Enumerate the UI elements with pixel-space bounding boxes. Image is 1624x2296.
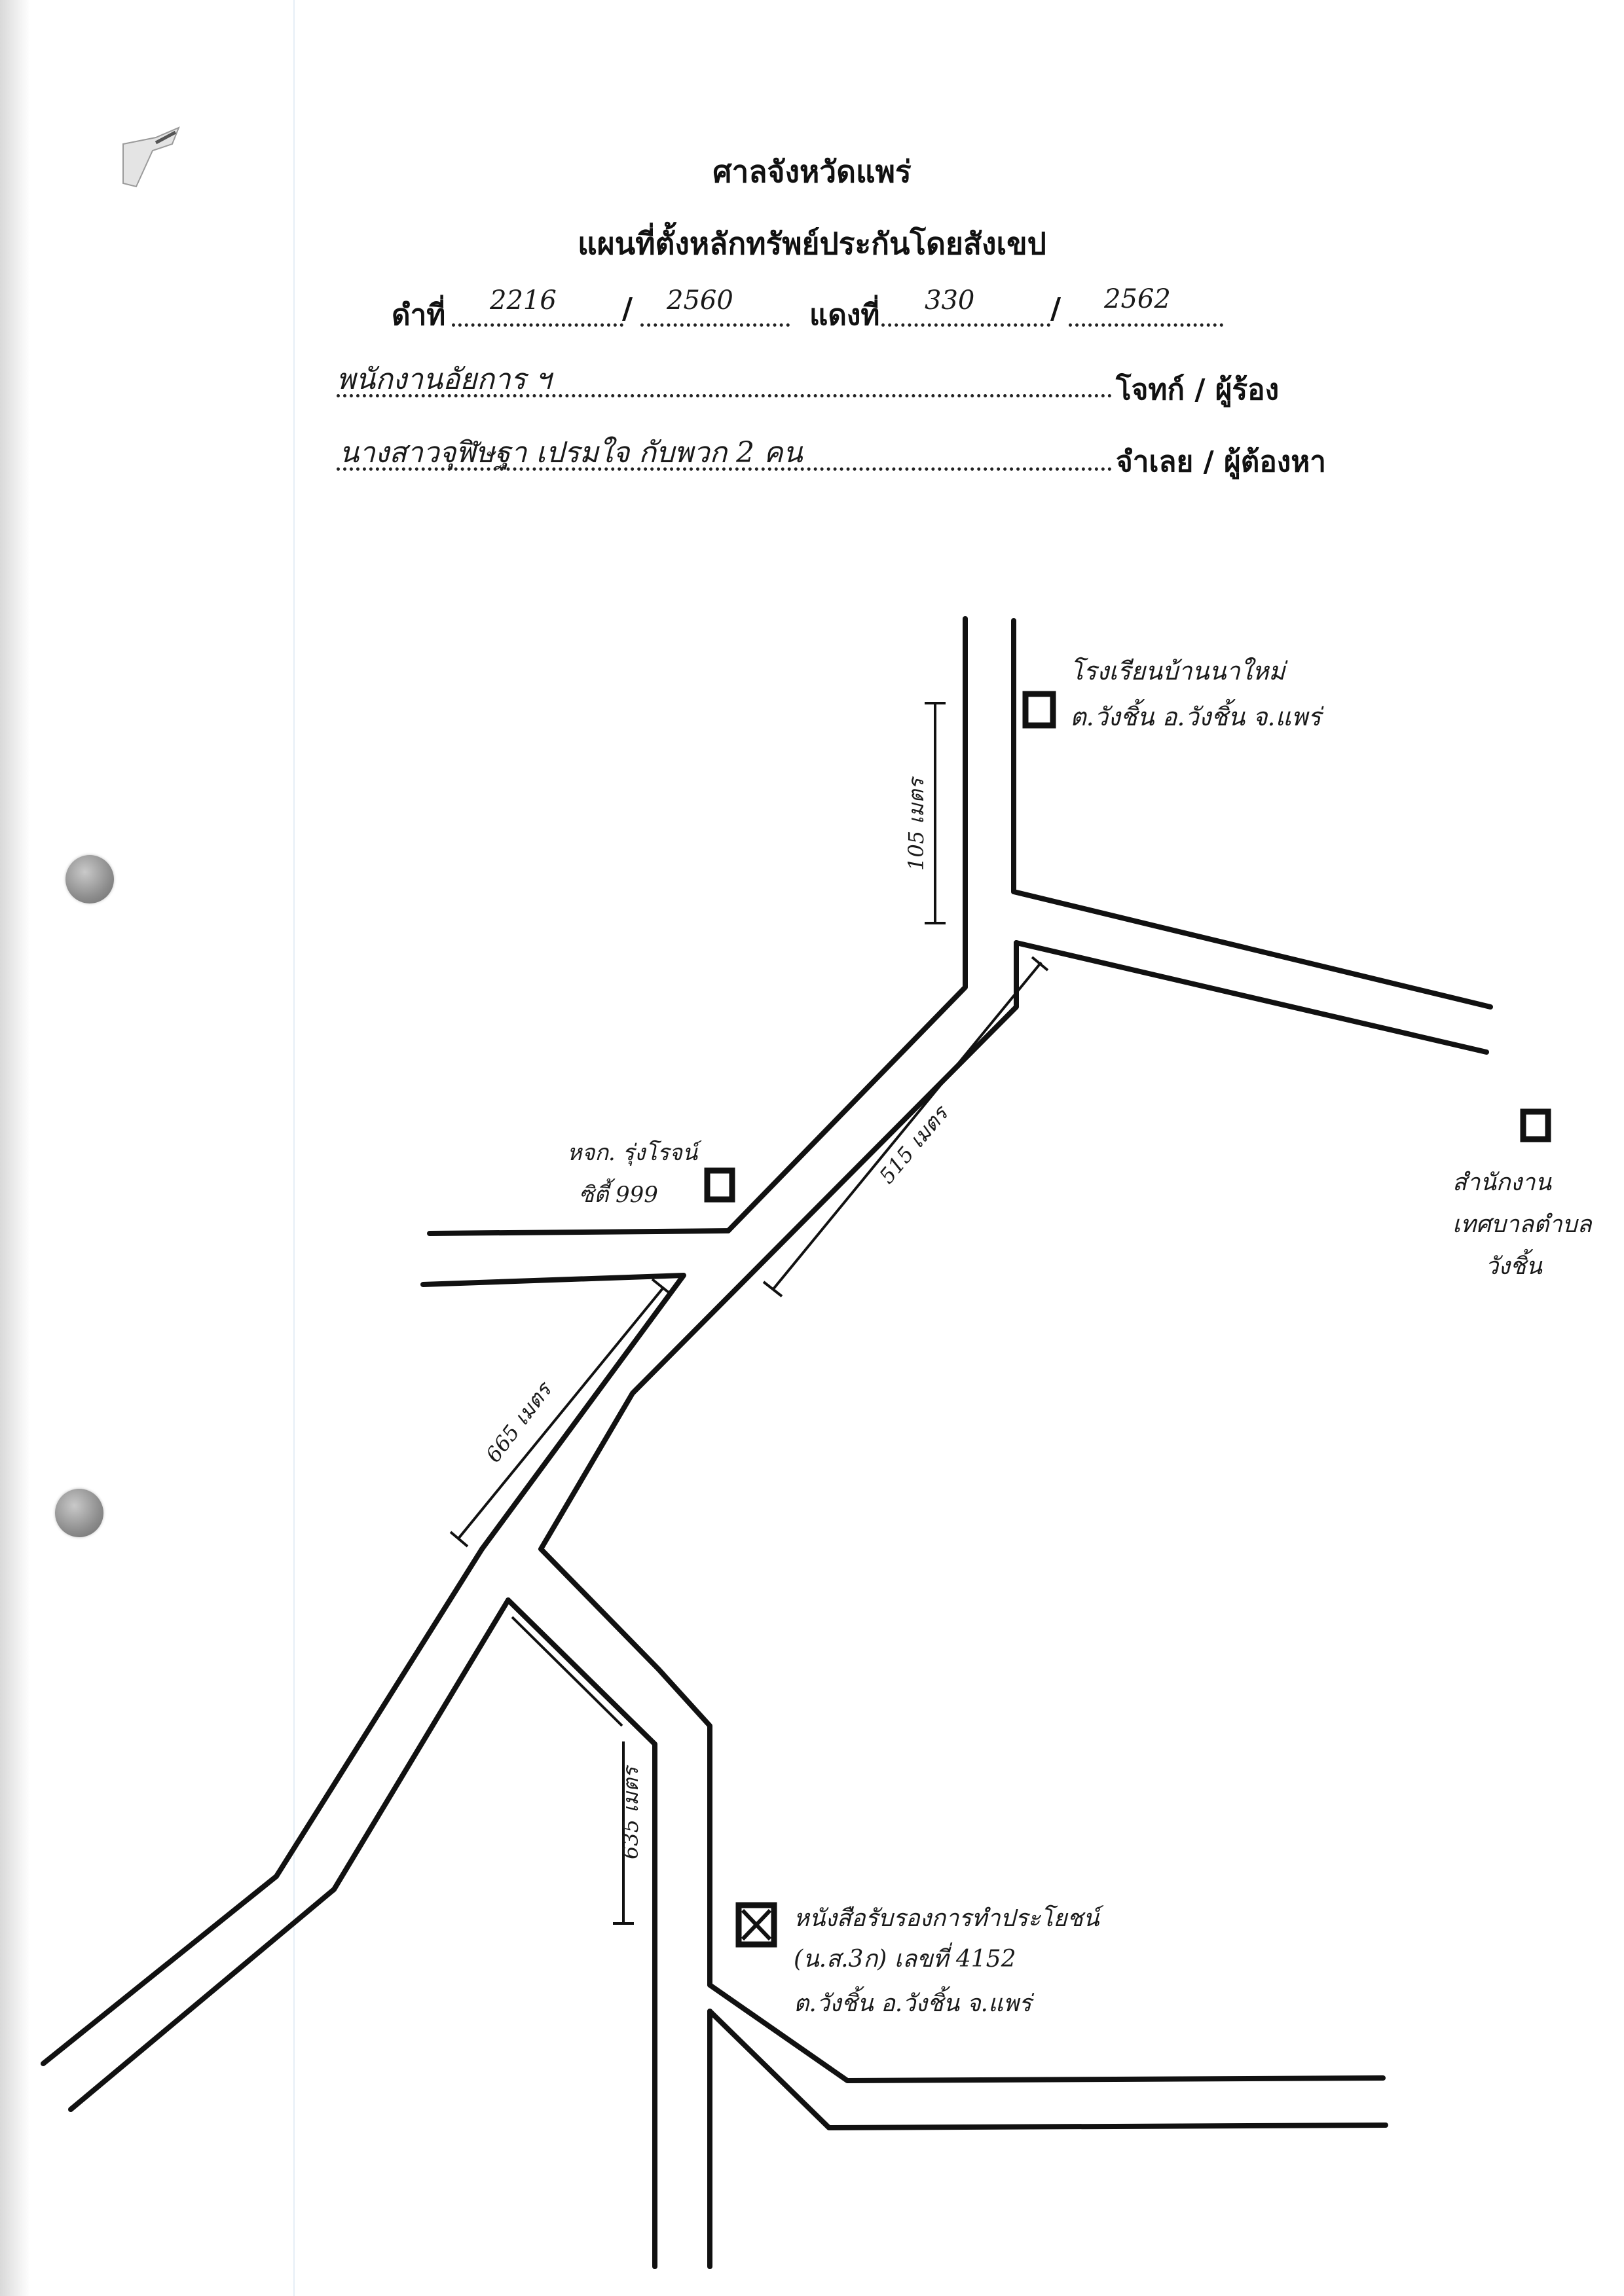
school-marker-icon: [1022, 691, 1056, 729]
distance-label-665: 665 เมตร: [481, 1376, 558, 1467]
property-marker-icon: [735, 1902, 777, 1948]
office-label-line1: สำนักงาน: [1452, 1169, 1552, 1196]
shop-label-line1: หจก. รุ่งโรจน์: [567, 1140, 702, 1166]
red-year-dots: [1069, 323, 1223, 327]
southwest-road-right-edge: [68, 1597, 511, 2112]
property-label-line3: ต.วังชิ้น อ.วังชิ้น จ.แพร่: [794, 1986, 1035, 2017]
west-branch-lower-edge: [420, 1273, 686, 1552]
east-road-lower-edge: [1014, 940, 1489, 1055]
punch-hole-bottom: [55, 1489, 103, 1537]
office-label-line2: เทศบาลตำบล: [1452, 1211, 1593, 1238]
south-road-right-edge: [656, 1667, 1386, 2083]
defendant-dots: [337, 467, 1112, 471]
court-name: ศาลจังหวัดแพร่: [712, 154, 912, 189]
plaintiff-role: โจทก์ / ผู้ร้อง: [1116, 373, 1280, 407]
black-case-label: ดำที่: [392, 299, 446, 332]
document-title: แผนที่ตั้งหลักทรัพย์ประกันโดยสังเขป: [578, 226, 1046, 261]
punch-hole-top: [65, 855, 114, 903]
west-branch-upper-edge: [427, 1228, 731, 1236]
defendant-role: จำเลย / ผู้ต้องหา: [1116, 445, 1326, 479]
distance-label-105: 105 เมตร: [904, 776, 929, 871]
red-case-label: แดงที่: [809, 299, 880, 332]
office-label-line3: วังชิ้น: [1485, 1248, 1543, 1280]
property-label-line1: หนังสือรับรองการทำประโยชน์: [794, 1904, 1104, 1932]
black-case-year: 2560: [667, 285, 733, 316]
distance-label-635: 635 เมตร: [618, 1764, 643, 1859]
black-no-dots: [452, 323, 623, 327]
southwest-road-left-edge: [41, 1546, 485, 2066]
black-year-dots: [640, 323, 790, 327]
school-label-line1: โรงเรียนบ้านนาใหม่: [1070, 657, 1288, 685]
page-edge-shadow: [0, 0, 30, 2296]
red-case-year: 2562: [1104, 284, 1171, 314]
south-road-left-edge: [506, 1597, 657, 2269]
north-road-right-edge: [1011, 618, 1493, 1010]
black-case-number: 2216: [490, 285, 557, 316]
defendant-name: นางสาวจุฬิษฐา เปรมใจ กับพวก 2 คน: [339, 436, 803, 469]
main-road-right-edge: [538, 940, 1019, 1672]
school-label-line2: ต.วังชิ้น อ.วังชิ้น จ.แพร่: [1070, 699, 1324, 731]
north-road-left-edge: [726, 616, 968, 1233]
property-label-line2: (น.ส.3ก) เลขที่ 4152: [794, 1942, 1016, 1973]
shop-marker-icon: [704, 1167, 735, 1203]
plaintiff-name: พนักงานอัยการ ฯ: [337, 363, 551, 396]
shop-label-line2: ซิตี้ 999: [579, 1178, 658, 1208]
margin-line: [293, 0, 295, 2296]
staple-mark: [122, 126, 180, 188]
black-slash: /: [622, 292, 633, 325]
red-case-number: 330: [925, 285, 975, 316]
southeast-road-upper-edge: [707, 2009, 1388, 2130]
office-marker-icon: [1520, 1108, 1551, 1142]
red-no-dots: [881, 323, 1050, 327]
red-slash: /: [1050, 292, 1061, 325]
plaintiff-dots: [337, 394, 1112, 397]
